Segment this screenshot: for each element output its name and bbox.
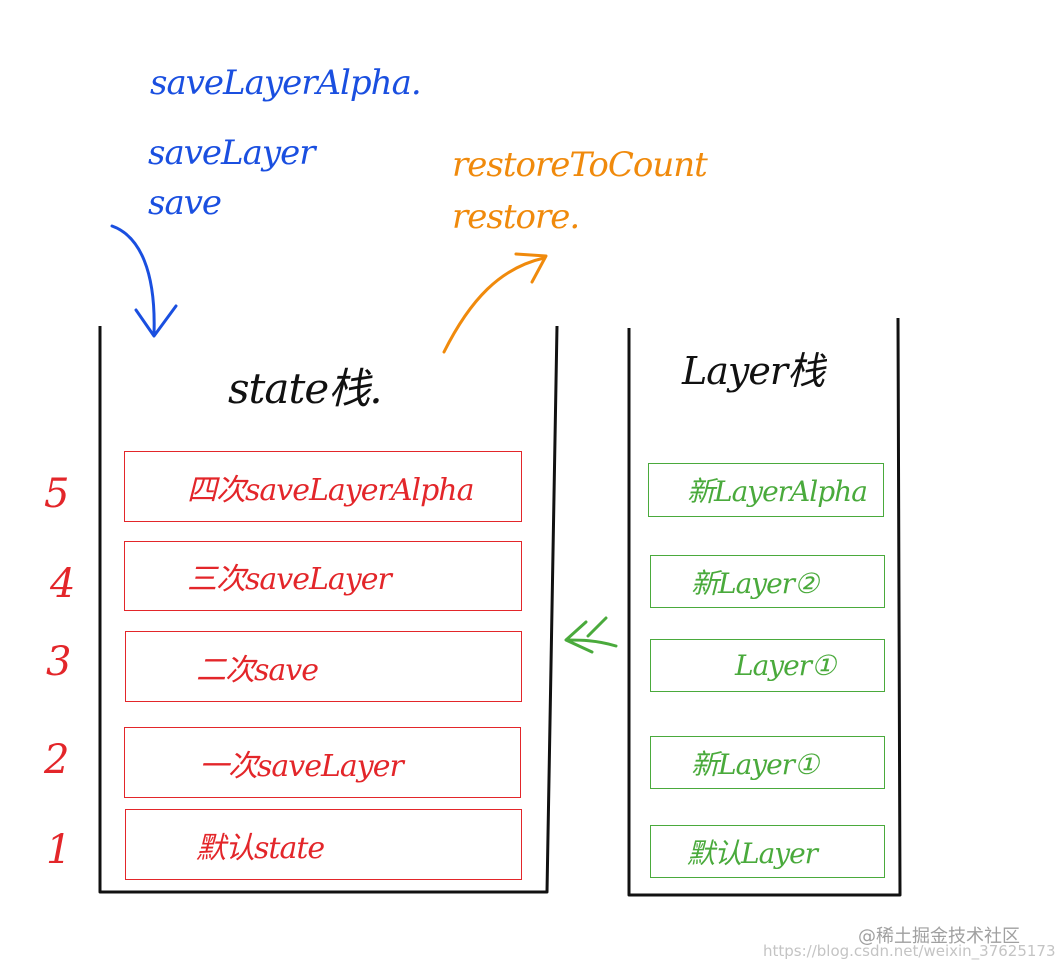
state-item-label: 二次save (196, 652, 319, 688)
level-number: 3 (46, 639, 72, 685)
layer-stack-outline (627, 317, 902, 897)
pop-arrow (442, 252, 548, 354)
layer-stack-item: 默认Layer (650, 825, 885, 878)
state-stack-outline (98, 325, 559, 894)
state-item-label: 一次saveLayer (199, 748, 404, 784)
layer-stack-item: 新Layer② (650, 555, 885, 608)
watermark-community: @稀土掘金技术社区 (858, 926, 1020, 947)
layer-item-label: 新LayerAlpha (687, 475, 868, 508)
level-number: 2 (44, 737, 70, 783)
push-arrow (110, 224, 178, 338)
push-op-save: save (148, 183, 222, 223)
level-number: 5 (44, 471, 70, 517)
layer-stack-item: Layer① (650, 639, 885, 692)
pop-op-restore: restore. (452, 197, 580, 237)
state-stack-title: state栈. (228, 364, 383, 413)
layer-item-label: 新Layer② (691, 566, 819, 600)
layer-item-label: 默认Layer (687, 836, 818, 870)
state-item-label: 四次saveLayerAlpha (187, 472, 475, 508)
state-stack-item: 三次saveLayer (124, 541, 522, 611)
layer-stack-item: 新Layer① (650, 736, 885, 789)
layer-stack-title: Layer栈 (682, 349, 825, 393)
level-number: 4 (50, 561, 76, 607)
pop-op-restore-to-count: restoreToCount (452, 145, 708, 185)
state-stack-item: 二次save (125, 631, 522, 702)
state-stack-item: 默认state (125, 809, 522, 880)
layer-stack-item: 新LayerAlpha (648, 463, 884, 517)
state-stack-item: 四次saveLayerAlpha (124, 451, 522, 522)
watermark-url: https://blog.csdn.net/weixin_37625173 (763, 942, 1056, 960)
state-stack-item: 一次saveLayer (124, 727, 521, 798)
push-op-save-layer-alpha: saveLayerAlpha. (150, 63, 422, 103)
state-item-label: 三次saveLayer (187, 562, 392, 597)
level-number: 1 (46, 827, 72, 873)
layer-to-state-arrow (564, 616, 618, 654)
state-item-label: 默认state (196, 830, 325, 866)
layer-item-label: 新Layer① (691, 747, 819, 781)
push-op-save-layer: saveLayer (148, 133, 315, 173)
layer-item-label: Layer① (735, 649, 836, 682)
